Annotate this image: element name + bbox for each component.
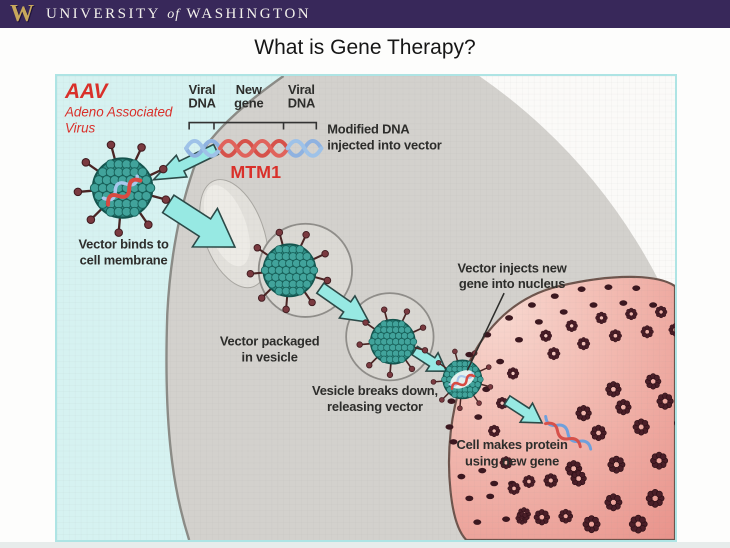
caption-modified-dna: Modified DNA injected into vector xyxy=(327,122,442,153)
page-title: What is Gene Therapy? xyxy=(254,36,476,59)
viral-dna-left-2: DNA xyxy=(188,96,215,111)
caption-vector-injects: Vector injects new gene into nucleus xyxy=(458,260,568,291)
university-wordmark: UNIVERSITY of WASHINGTON xyxy=(46,6,311,23)
wordmark-university: UNIVERSITY xyxy=(46,5,161,22)
diagram-canvas: AAV Adeno Associated Virus Viral DNA New… xyxy=(57,76,675,540)
caption-vector-binds: Vector binds to cell membrane xyxy=(78,237,169,268)
caption-protein-1: Cell makes protein xyxy=(456,437,567,452)
caption-modified-1: Modified DNA xyxy=(327,122,409,137)
caption-binds-1: Vector binds to xyxy=(78,237,169,252)
caption-cell-makes-protein: Cell makes protein using new gene xyxy=(456,437,568,469)
caption-packaged-1: Vector packaged xyxy=(220,334,320,349)
caption-breaks-2: releasing vector xyxy=(327,399,423,414)
caption-breaks-1: Vesicle breaks down, xyxy=(312,383,438,398)
bottom-strip xyxy=(0,542,730,548)
dna-segment-labels: Viral DNA New gene Viral DNA xyxy=(188,82,315,111)
aav-abbr: AAV xyxy=(64,80,110,103)
caption-packaged-2: in vesicle xyxy=(242,350,298,365)
modified-dna-helix-icon xyxy=(184,139,324,158)
wordmark-washington: WASHINGTON xyxy=(186,5,312,22)
caption-vesicle-breaks: Vesicle breaks down, releasing vector xyxy=(312,383,438,414)
caption-injects-1: Vector injects new xyxy=(458,260,568,275)
wordmark-of: of xyxy=(167,6,181,22)
caption-vector-packaged: Vector packaged in vesicle xyxy=(220,334,320,365)
new-gene-1: New xyxy=(236,82,263,97)
new-gene-transcript-icon xyxy=(544,415,593,451)
gene-name-label: MTM1 xyxy=(230,162,281,182)
aav-label: AAV Adeno Associated Virus xyxy=(64,80,173,136)
caption-protein-2: using new gene xyxy=(465,454,559,469)
header-bar: W UNIVERSITY of WASHINGTON xyxy=(0,0,730,28)
caption-binds-2: cell membrane xyxy=(80,252,168,267)
injects-pointer-line xyxy=(466,292,505,371)
gene-therapy-diagram: AAV Adeno Associated Virus Viral DNA New… xyxy=(55,74,677,542)
viral-dna-left-1: Viral xyxy=(189,82,216,97)
caption-injects-2: gene into nucleus xyxy=(459,276,565,291)
new-gene-2: gene xyxy=(234,96,263,111)
viral-dna-right-2: DNA xyxy=(288,96,315,111)
caption-modified-2: injected into vector xyxy=(327,137,442,152)
aav-sub2: Virus xyxy=(65,121,96,136)
dna-segment-bracket xyxy=(188,121,318,130)
aav-sub1: Adeno Associated xyxy=(64,105,173,120)
uw-logo-icon: W xyxy=(10,1,34,27)
viral-dna-right-1: Viral xyxy=(288,82,315,97)
vector-at-nucleus-icon xyxy=(430,348,494,412)
